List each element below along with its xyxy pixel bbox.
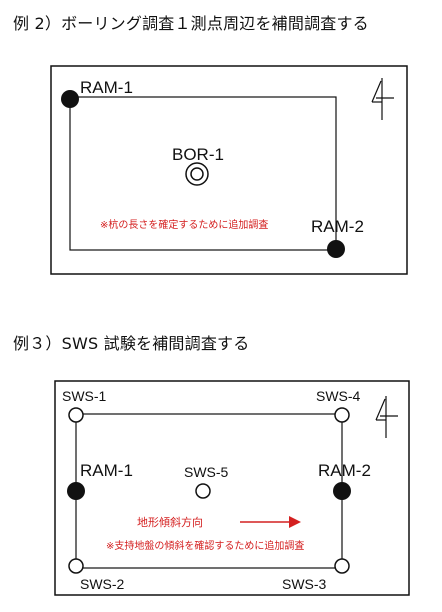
slope-direction-label: 地形傾斜方向 [137, 515, 203, 529]
example2-title: 例 2）ボーリング調査１測点周辺を補間調査する [13, 14, 369, 33]
north-arrow-icon [371, 78, 394, 120]
ram1-label-2: RAM-1 [80, 461, 133, 480]
example3-diagram: SWS-1 SWS-4 SWS-2 SWS-3 SWS-5 RAM-1 RAM-… [54, 380, 410, 596]
site-boundary [50, 65, 408, 275]
ram2-label-2: RAM-2 [318, 461, 371, 480]
building-outline [69, 96, 337, 251]
sws5-label: SWS-5 [184, 464, 229, 480]
ram1-label: RAM-1 [80, 78, 133, 97]
ram1-point-2 [67, 482, 85, 500]
sws3-label: SWS-3 [282, 576, 327, 592]
ram2-point-2 [333, 482, 351, 500]
sws2-point [68, 558, 84, 574]
bor1-point [185, 162, 209, 186]
ram2-label: RAM-2 [311, 217, 364, 236]
sws4-label: SWS-4 [316, 388, 361, 404]
sws5-point [195, 483, 211, 499]
example3-note: ※支持地盤の傾斜を確認するために追加調査 [106, 539, 304, 552]
ram1-point [61, 90, 79, 108]
site-boundary-2 [54, 380, 410, 596]
ram2-point [327, 240, 345, 258]
sws1-point [68, 407, 84, 423]
sws1-label: SWS-1 [62, 388, 107, 404]
example3-title: 例３）SWS 試験を補間調査する [13, 334, 250, 353]
north-arrow-icon [375, 396, 398, 438]
example2-note: ※杭の長さを確定するために追加調査 [100, 218, 268, 231]
bor1-label: BOR-1 [172, 145, 224, 164]
example2-diagram: RAM-1 RAM-2 BOR-1 ※杭の長さを確定するために追加調査 [50, 65, 408, 275]
sws3-point [334, 558, 350, 574]
sws2-label: SWS-2 [80, 576, 125, 592]
sws4-point [334, 407, 350, 423]
